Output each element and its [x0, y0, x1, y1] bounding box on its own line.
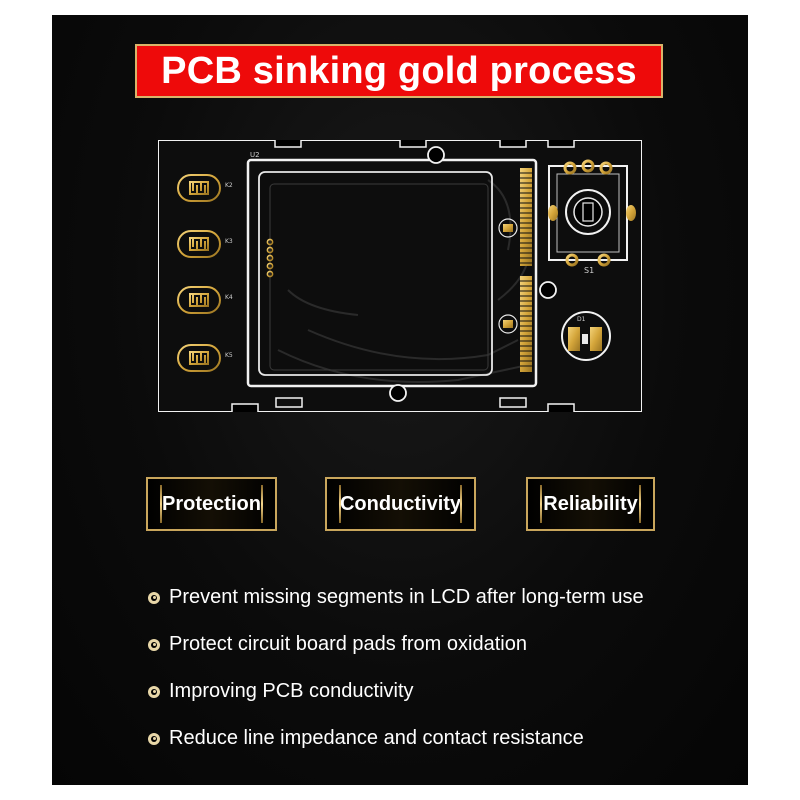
benefit-text: Reduce line impedance and contact resist… — [169, 727, 584, 749]
k-label: K2 — [225, 182, 233, 189]
benefit-text: Improving PCB conductivity — [169, 680, 414, 702]
bullet-icon — [148, 638, 160, 651]
s1-label: S1 — [584, 266, 594, 275]
benefit-item: Improving PCB conductivity — [148, 668, 738, 715]
benefit-item: Prevent missing segments in LCD after lo… — [148, 574, 738, 621]
bullet-icon — [148, 591, 160, 604]
touch-key-group: K2 K3 K4 K5 — [177, 174, 233, 372]
k-label: K3 — [225, 238, 233, 245]
benefit-text: Protect circuit board pads from oxidatio… — [169, 633, 527, 655]
benefit-item: Protect circuit board pads from oxidatio… — [148, 621, 738, 668]
bullet-icon — [148, 732, 160, 745]
feature-protection-badge: Protection — [146, 477, 277, 531]
feature-conductivity-badge: Conductivity — [325, 477, 476, 531]
page-title: PCB sinking gold process — [135, 44, 663, 98]
benefit-list: Prevent missing segments in LCD after lo… — [148, 574, 738, 762]
pcb-board-image: U2 S1 D1 — [158, 140, 642, 412]
u2-label: U2 — [250, 151, 260, 159]
k-label: K4 — [225, 294, 233, 301]
bullet-icon — [148, 685, 160, 698]
d1-label: D1 — [577, 316, 586, 323]
feature-reliability-badge: Reliability — [526, 477, 655, 531]
benefit-item: Reduce line impedance and contact resist… — [148, 715, 738, 762]
k-label: K5 — [225, 352, 233, 359]
benefit-text: Prevent missing segments in LCD after lo… — [169, 586, 644, 608]
